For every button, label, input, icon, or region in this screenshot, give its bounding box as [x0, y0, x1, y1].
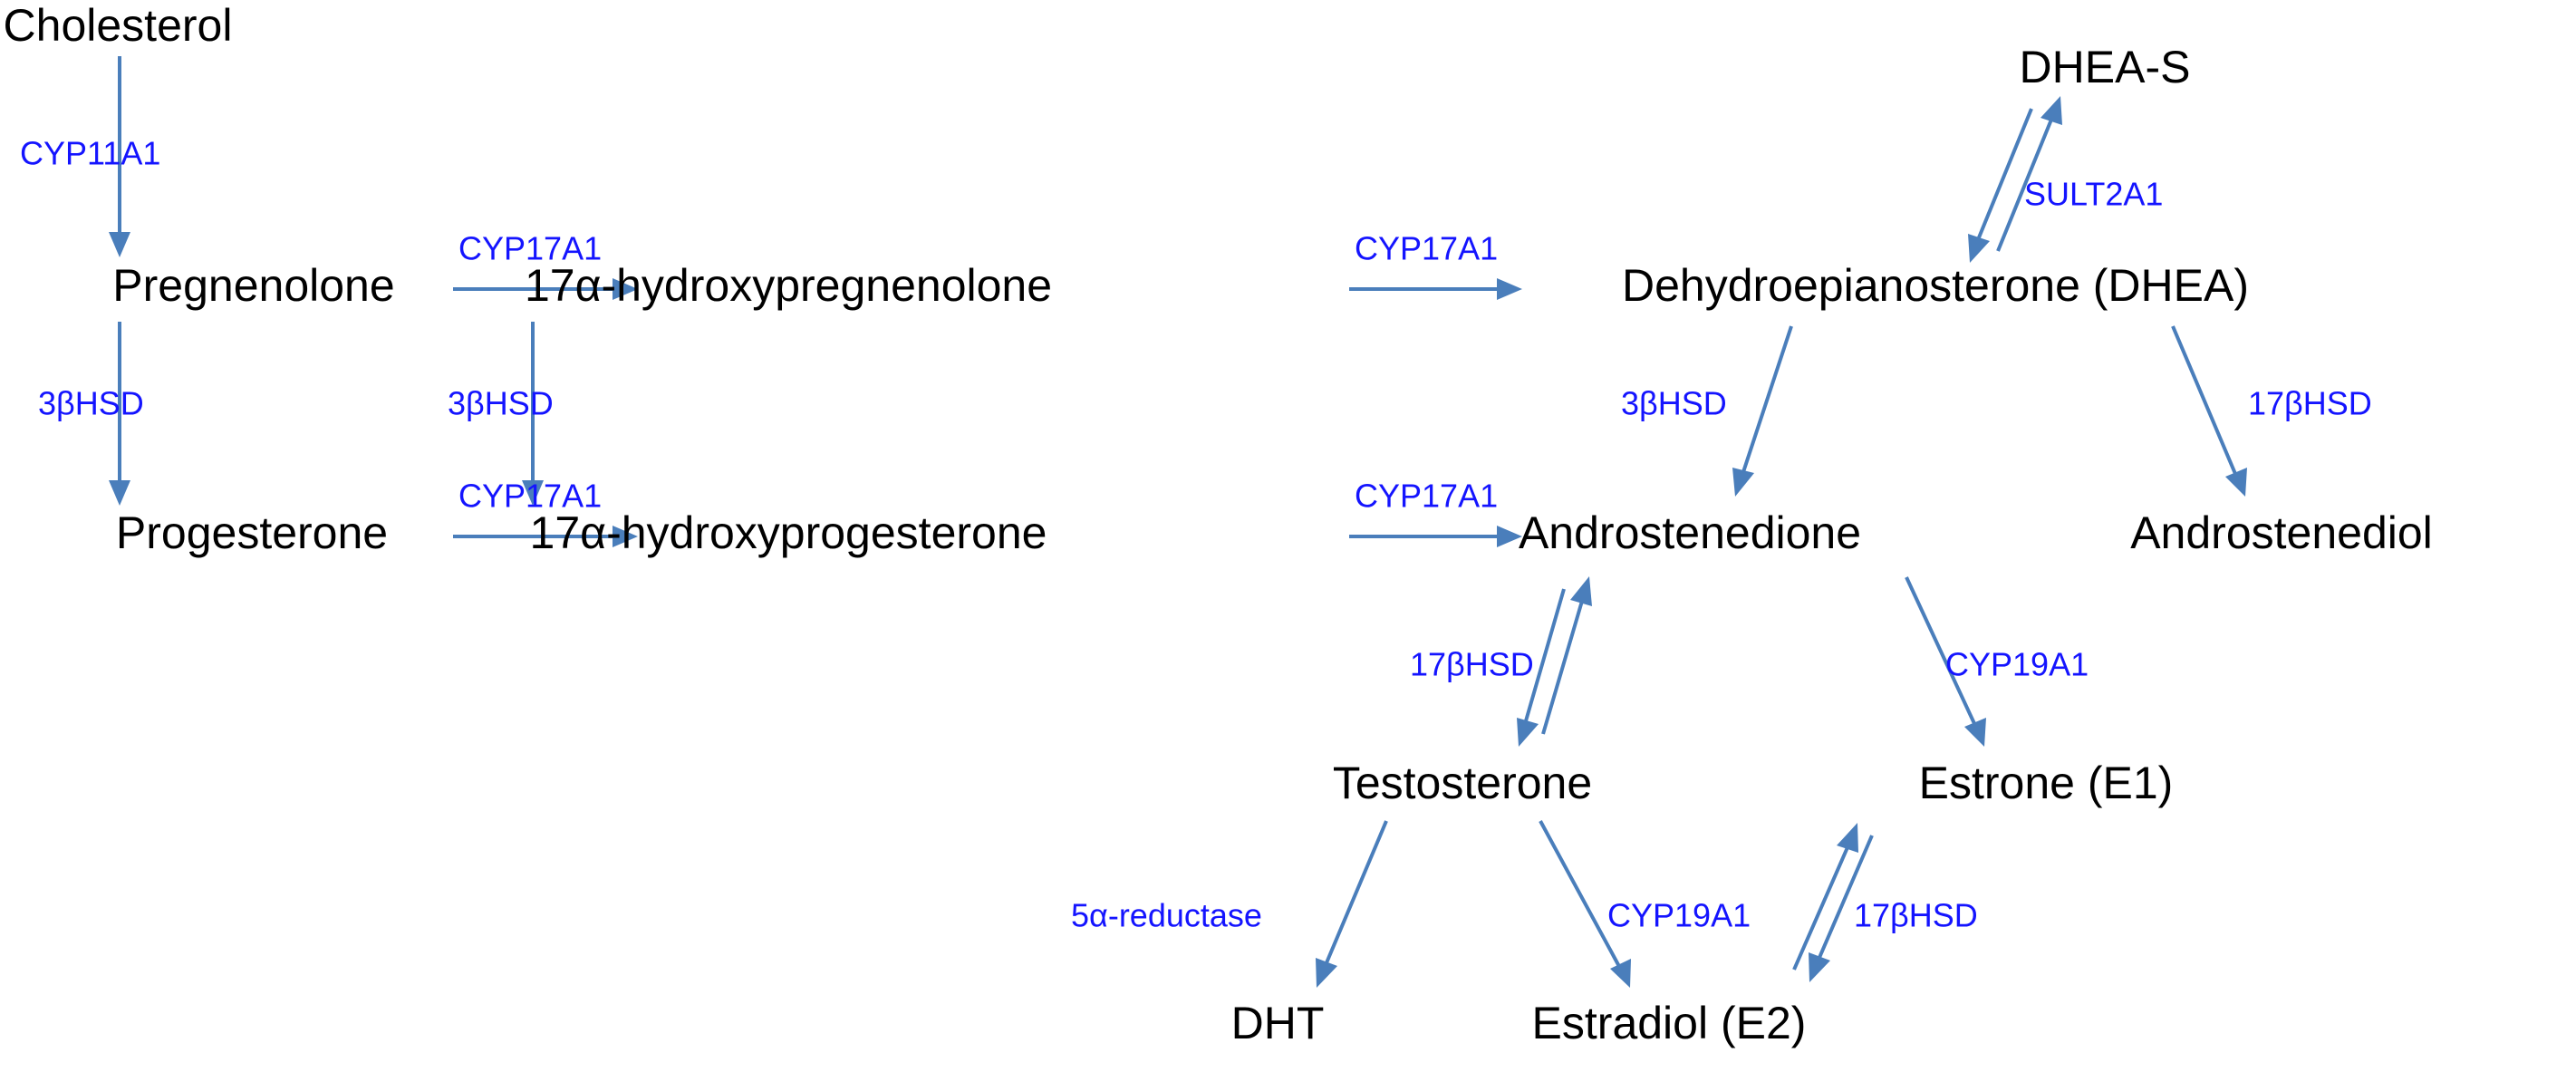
arrow-dhea-to-dhea-s-up: [1996, 96, 2062, 252]
arrow-estrone-to-estradiol-down: [1809, 835, 1874, 982]
arrow-testosterone-to-dht: [1316, 820, 1388, 988]
arrow-androstenedione-to-testosterone-down: [1517, 588, 1566, 747]
arrow-layer: [109, 56, 2247, 988]
arrow-androstenedione-to-estrone: [1905, 576, 1986, 747]
enzyme-cyp17a1-progesterone-17ohprogesterone: CYP17A1: [458, 478, 602, 515]
node-progesterone: Progesterone: [116, 507, 388, 558]
enzyme-17bhsd-dhea-androstenediol: 17βHSD: [2248, 385, 2372, 422]
arrow-pregnenolone-to-progesterone: [109, 322, 130, 506]
node-estrone: Estrone (E1): [1919, 758, 2174, 808]
enzyme-cyp17a1-17ohpregnenolone-dhea: CYP17A1: [1355, 230, 1498, 267]
node-dhea: Dehydroepianosterone (DHEA): [1622, 260, 2249, 311]
node-dhea-s: DHEA-S: [2020, 42, 2191, 92]
node-estradiol: Estradiol (E2): [1532, 998, 1807, 1048]
enzyme-3bhsd-dhea-androstenedione: 3βHSD: [1621, 385, 1727, 422]
arrow-cholesterol-to-pregnenolone: [109, 56, 130, 257]
enzyme-17bhsd-androstenedione-testosterone: 17βHSD: [1410, 646, 1534, 683]
arrow-progesterone-to-17oh-progesterone: [453, 526, 638, 547]
enzyme-3bhsd-pregnenolone-progesterone: 3βHSD: [38, 385, 144, 422]
arrow-testosterone-to-androstenedione-up: [1541, 576, 1592, 735]
enzyme-cyp17a1-pregnenolone-17ohpregnenolone: CYP17A1: [458, 230, 602, 267]
enzyme-5a-reductase-testosterone-dht: 5α-reductase: [1071, 897, 1262, 934]
node-label-layer: Cholesterol Pregnenolone Progesterone 17…: [4, 0, 2433, 1048]
enzyme-sult2a1-dhea-dheas: SULT2A1: [2024, 176, 2163, 213]
arrow-dhea-s-to-dhea-down: [1968, 108, 2033, 263]
arrow-17oh-pregnenolone-to-17oh-progesterone: [522, 322, 544, 506]
arrow-pregnenolone-to-17oh-pregnenolone: [453, 278, 638, 300]
enzyme-17bhsd-estrone-estradiol: 17βHSD: [1854, 897, 1978, 934]
enzyme-label-layer: CYP11A1 CYP17A1 CYP17A1 SULT2A1 3βHSD 3β…: [20, 135, 2372, 934]
arrow-dhea-to-androstenedione: [1732, 325, 1793, 497]
enzyme-cyp19a1-testosterone-estradiol: CYP19A1: [1607, 897, 1751, 934]
enzyme-cyp17a1-17ohprogesterone-androstenedione: CYP17A1: [1355, 478, 1498, 515]
node-testosterone: Testosterone: [1333, 758, 1592, 808]
node-androstenediol: Androstenediol: [2130, 507, 2433, 558]
node-androstenedione: Androstenedione: [1519, 507, 1861, 558]
node-17oh-progesterone: 17α-hydroxyprogesterone: [530, 507, 1047, 558]
arrow-17oh-progesterone-to-androstenedione: [1349, 526, 1522, 547]
arrow-dhea-to-androstenediol: [2171, 325, 2247, 497]
node-17oh-pregnenolone: 17α-hydroxypregnenolone: [525, 260, 1052, 311]
node-dht: DHT: [1231, 998, 1325, 1048]
node-pregnenolone: Pregnenolone: [112, 260, 394, 311]
enzyme-cyp19a1-androstenedione-estrone: CYP19A1: [1945, 646, 2089, 683]
enzyme-3bhsd-17ohpregnenolone-17ohprogesterone: 3βHSD: [448, 385, 554, 422]
arrow-testosterone-to-estradiol: [1539, 820, 1631, 988]
node-cholesterol: Cholesterol: [4, 0, 233, 51]
arrow-estradiol-to-estrone-up: [1792, 823, 1858, 971]
arrow-17oh-pregnenolone-to-dhea: [1349, 278, 1522, 300]
enzyme-cyp11a1-cholesterol-pregnenolone: CYP11A1: [20, 135, 160, 172]
